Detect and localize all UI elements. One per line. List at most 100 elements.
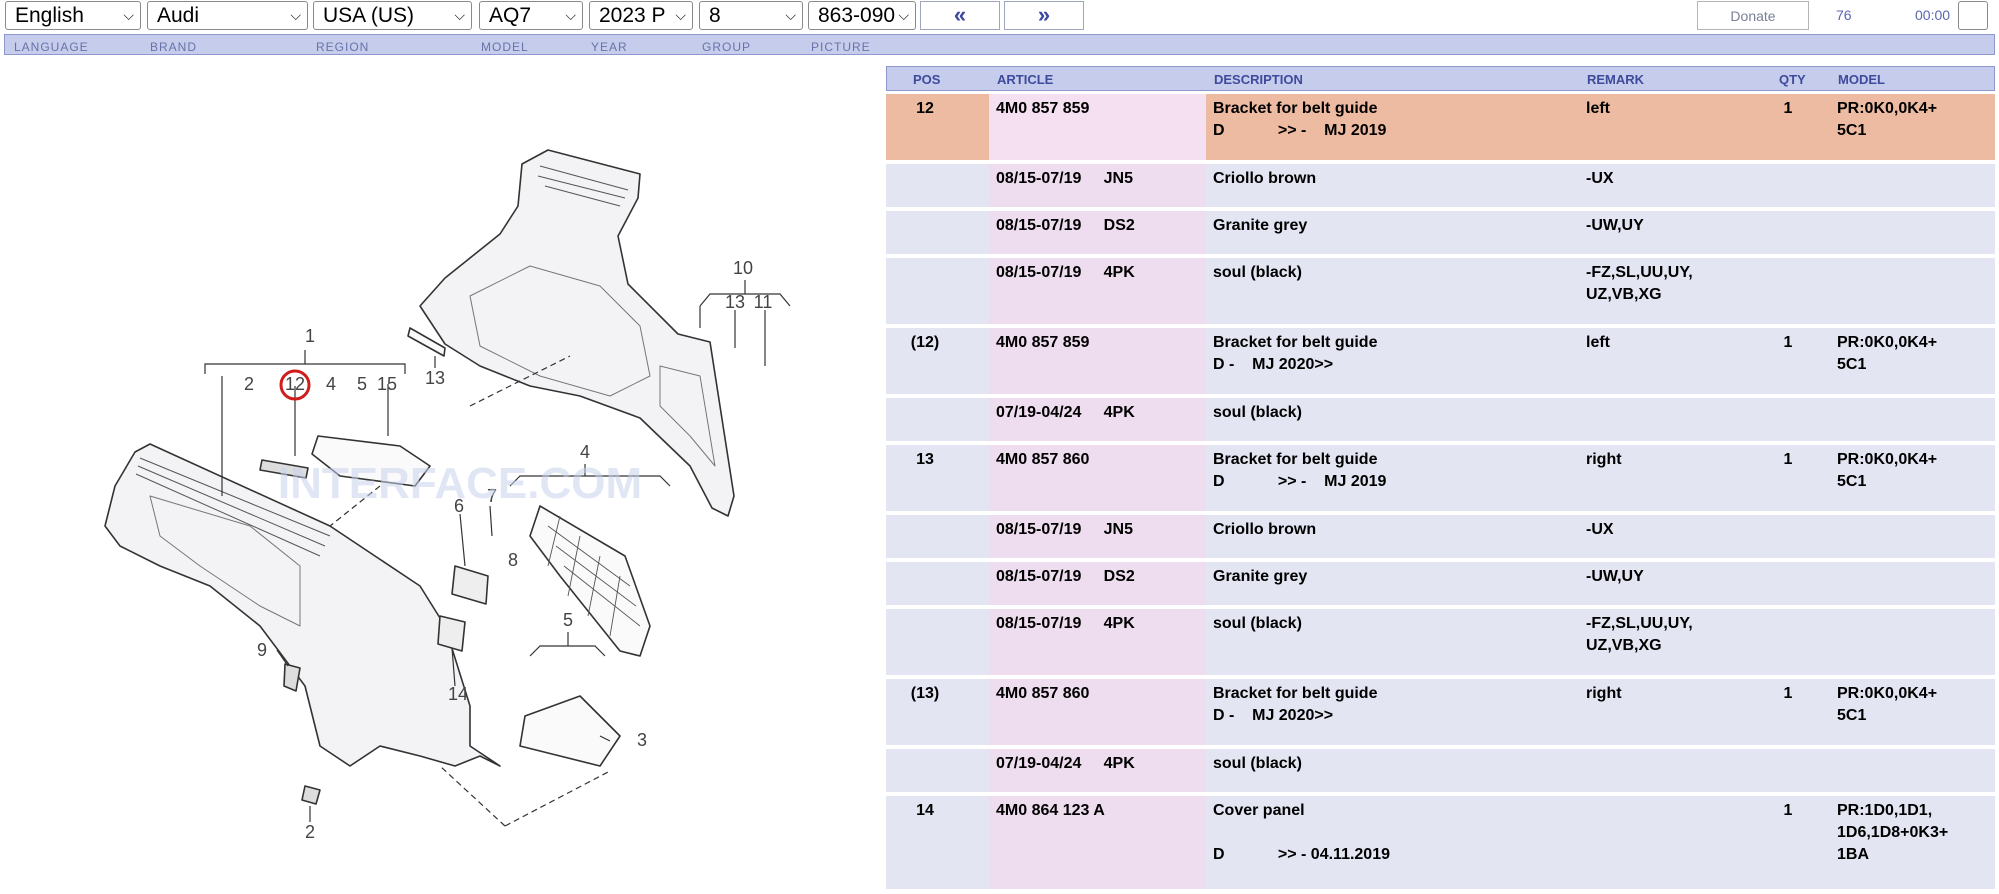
year-select[interactable]: 2023 P ⌵ <box>589 1 693 30</box>
cell-description: Bracket for belt guide D >> - MJ 2019 <box>1213 100 1387 139</box>
callout-label: 1 <box>305 326 315 346</box>
cell-qty: 1 <box>1783 802 1793 819</box>
cell-article: 07/19-04/24 4PK <box>996 404 1135 421</box>
picture-select[interactable]: 863-090⌵ <box>808 1 916 30</box>
chevron-down-icon: ⌵ <box>675 7 686 23</box>
cell-article: 08/15-07/19 4PK <box>996 615 1135 632</box>
callout-label: 4 <box>326 374 336 394</box>
cell-remark: left <box>1586 100 1610 117</box>
label-language: LANGUAGE <box>14 40 89 54</box>
year-value: 2023 P <box>599 4 666 27</box>
model-select[interactable]: AQ7 ⌵ <box>479 1 583 30</box>
callout-label: 14 <box>448 684 468 704</box>
callout-label: 3 <box>637 730 647 750</box>
language-value: English <box>15 4 84 27</box>
group-select[interactable]: 8⌵ <box>699 1 803 30</box>
cell-article: 4M0 857 860 <box>996 685 1090 702</box>
cell-article: 08/15-07/19 4PK <box>996 264 1135 281</box>
article-column-background <box>989 749 1206 792</box>
chevron-down-icon: ⌵ <box>290 7 301 23</box>
callout-label: 9 <box>257 640 267 660</box>
previous-icon: « <box>953 2 967 27</box>
article-column-background <box>989 609 1206 675</box>
cell-remark: -UX <box>1586 521 1614 538</box>
header-description: DESCRIPTION <box>1214 72 1303 87</box>
cell-remark: right <box>1586 685 1622 702</box>
cell-remark: left <box>1586 334 1610 351</box>
article-column-background <box>989 328 1206 394</box>
cell-pos: 12 <box>916 100 934 117</box>
brand-select[interactable]: Audi ⌵ <box>147 1 308 30</box>
callout-label: 10 <box>733 258 753 278</box>
callout-label: 13 <box>725 292 745 312</box>
header-qty: QTY <box>1779 72 1806 87</box>
article-column-background <box>989 258 1206 324</box>
callout-label: 5 <box>563 610 573 630</box>
callout-label: 6 <box>454 496 464 516</box>
cell-description: soul (black) <box>1213 404 1302 421</box>
callout-label: 2 <box>305 822 315 842</box>
cell-description: soul (black) <box>1213 755 1302 772</box>
article-column-background <box>989 398 1206 441</box>
cell-article: 4M0 857 859 <box>996 100 1090 117</box>
callout-label: 2 <box>244 374 254 394</box>
article-column-background <box>989 515 1206 558</box>
cell-article: 4M0 864 123 A <box>996 802 1105 819</box>
article-column-background <box>989 94 1206 160</box>
table-row[interactable]: 07/19-04/24 4PK soul (black) <box>886 398 1995 441</box>
callout-label: 8 <box>508 550 518 570</box>
header-article: ARTICLE <box>997 72 1054 87</box>
label-year: YEAR <box>591 40 628 54</box>
cell-remark: -FZ,SL,UU,UY, UZ,VB,XG <box>1586 615 1693 654</box>
cell-qty: 1 <box>1783 685 1793 702</box>
chevron-down-icon: ⌵ <box>898 7 909 23</box>
callout-label: 7 <box>487 486 497 506</box>
cell-model: PR:0K0,0K4+ 5C1 <box>1837 451 1938 490</box>
cell-description: soul (black) <box>1213 615 1302 632</box>
label-picture: PICTURE <box>811 40 871 54</box>
checkbox[interactable] <box>1958 1 1988 30</box>
region-select[interactable]: USA (US)⌵ <box>313 1 472 30</box>
watermark: INTERFACE.COM <box>278 459 642 508</box>
next-button[interactable]: » <box>1004 1 1084 30</box>
language-select[interactable]: English⌵ <box>5 1 141 30</box>
table-row[interactable]: 13 4M0 857 860 Bracket for belt guide D >>… <box>886 445 1995 511</box>
callout-label: 11 <box>754 292 773 312</box>
cell-model: PR:0K0,0K4+ 5C1 <box>1837 685 1938 724</box>
brand-value: Audi <box>157 4 200 27</box>
chevron-down-icon: ⌵ <box>565 7 576 23</box>
label-brand: BRAND <box>150 40 198 54</box>
donate-button[interactable]: Donate <box>1697 1 1809 30</box>
table-row[interactable]: 08/15-07/19 4PK soul (black) -FZ,SL,UU,UY,… <box>886 609 1995 675</box>
chevron-down-icon: ⌵ <box>454 7 465 23</box>
article-column-background <box>989 562 1206 605</box>
article-column-background <box>989 211 1206 254</box>
group-value: 8 <box>709 4 721 27</box>
table-row[interactable]: 12 4M0 857 859 Bracket for belt guide D >>… <box>886 94 1995 160</box>
callout-label: 15 <box>377 374 397 394</box>
article-column-background <box>989 445 1206 511</box>
callout-label: 5 <box>357 374 367 394</box>
cell-description: Bracket for belt guide D >> - MJ 2019 <box>1213 451 1387 490</box>
cell-article: 4M0 857 859 <box>996 334 1090 351</box>
cell-article: 08/15-07/19 DS2 <box>996 217 1135 234</box>
cell-article: 08/15-07/19 DS2 <box>996 568 1135 585</box>
cell-article: 4M0 857 860 <box>996 451 1090 468</box>
selected-part-circle <box>279 369 311 401</box>
cell-pos: 13 <box>916 451 934 468</box>
article-column-background <box>989 796 1206 889</box>
model-value: AQ7 <box>489 4 532 27</box>
cell-description: Bracket for belt guide D - MJ 2020>> <box>1213 334 1378 373</box>
cell-pos: 14 <box>916 802 934 819</box>
cell-article: 08/15-07/19 JN5 <box>996 170 1133 187</box>
previous-button[interactable]: « <box>920 1 1000 30</box>
